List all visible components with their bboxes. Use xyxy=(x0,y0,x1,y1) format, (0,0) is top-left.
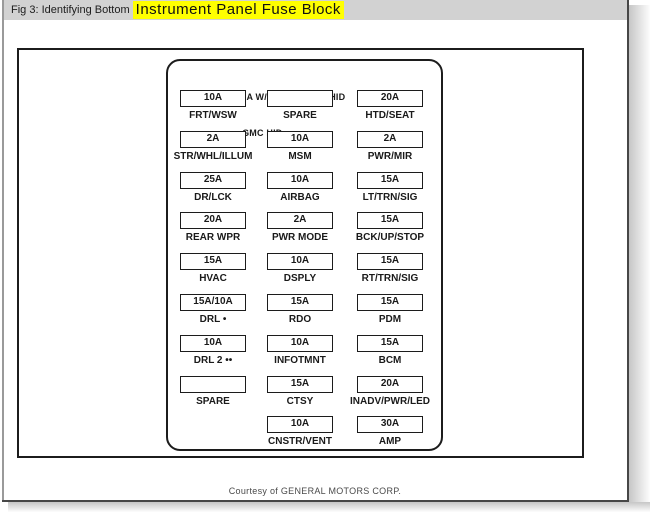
fuse-box: 10A xyxy=(267,416,333,434)
fuse-grid: 10A FRT/WSW SPARE 20A HTD/SEAT 2A STR/WHL/ILLU… xyxy=(168,90,441,457)
fuse-label: PWR/MIR xyxy=(367,150,413,162)
fuse-label: RT/TRN/SIG xyxy=(361,273,419,285)
fuse-label: SPARE xyxy=(196,395,230,407)
fuse-cell: 15A/10A DRL • xyxy=(170,293,256,325)
figure-title-prefix: Fig 3: Identifying Bottom xyxy=(11,4,133,16)
fuse-box: 25A xyxy=(180,171,246,189)
fuse-label: FRT/WSW xyxy=(189,110,237,121)
fuse-label: HVAC xyxy=(199,273,227,285)
fuse-row: 10A CNSTR/VENT 30A AMP xyxy=(168,416,441,457)
fuse-box: 10A xyxy=(267,171,333,189)
fuse-label: MSM xyxy=(288,150,312,162)
fuse-label: LT/TRN/SIG xyxy=(362,191,418,203)
fuse-cell: 15A BCM xyxy=(347,334,433,366)
fuse-box: 10A xyxy=(267,130,333,148)
fuse-cell: 15A BCK/UP/STOP xyxy=(347,212,433,243)
fuse-cell: 15A LT/TRN/SIG xyxy=(347,171,433,203)
fuse-cell: 25A DR/LCK xyxy=(170,171,256,203)
fuse-cell: 10A DSPLY xyxy=(257,253,343,284)
fuse-label: SPARE xyxy=(283,110,317,121)
fuse-box: 15A xyxy=(357,171,423,189)
fuse-box xyxy=(180,375,246,393)
fuse-cell: 15A RDO xyxy=(257,293,343,325)
fuse-block-panel: • 15A W/O HID, 10A W/HID • • GMC HID 10A… xyxy=(166,59,443,451)
fuse-row: 10A DRL 2 •• 10A INFOTMNT 15A BCM xyxy=(168,334,441,376)
fuse-label: PDM xyxy=(378,313,402,325)
fuse-box: 10A xyxy=(267,334,333,352)
fuse-label: BCK/UP/STOP xyxy=(355,232,425,244)
fuse-cell: 20A INADV/PWR/LED xyxy=(347,375,433,407)
fuse-box: 15A xyxy=(267,293,333,311)
fuse-box: 20A xyxy=(357,90,423,107)
fuse-row: 25A DR/LCK 10A AIRBAG 15A LT/TRN/SIG xyxy=(168,171,441,213)
fuse-box: 15A/10A xyxy=(180,293,246,311)
figure-title-bar: Fig 3: Identifying Bottom Instrument Pan… xyxy=(4,0,627,20)
fuse-label: DRL • xyxy=(199,313,227,325)
fuse-cell: 10A FRT/WSW xyxy=(170,90,256,121)
fuse-label: AMP xyxy=(378,436,402,448)
fuse-row: SPARE 15A CTSY 20A INADV/PWR/LED xyxy=(168,375,441,417)
fuse-box: 15A xyxy=(357,334,423,352)
fuse-cell: SPARE xyxy=(170,375,256,407)
fuse-cell: 2A STR/WHL/ILLUM xyxy=(170,130,256,162)
fuse-label: REAR WPR xyxy=(185,232,241,244)
fuse-label: PWR MODE xyxy=(271,232,329,244)
fuse-label: INADV/PWR/LED xyxy=(350,395,430,407)
fuse-cell: 10A AIRBAG xyxy=(257,171,343,203)
fuse-box: 10A xyxy=(180,334,246,352)
fuse-cell: 15A HVAC xyxy=(170,253,256,284)
fuse-row: 2A STR/WHL/ILLUM 10A MSM 2A PWR/MIR xyxy=(168,130,441,172)
fuse-label: RDO xyxy=(288,313,312,325)
fuse-box: 15A xyxy=(357,212,423,230)
fuse-label: CNSTR/VENT xyxy=(268,436,332,448)
fuse-box: 20A xyxy=(180,212,246,230)
page-right-shadow xyxy=(629,5,650,505)
page-bottom-border xyxy=(2,500,629,502)
fuse-label: STR/WHL/ILLUM xyxy=(173,150,253,162)
fuse-label: DRL 2 •• xyxy=(193,354,233,366)
fuse-box: 2A xyxy=(357,130,423,148)
fuse-cell: 10A DRL 2 •• xyxy=(170,334,256,366)
fuse-cell: 20A HTD/SEAT xyxy=(347,90,433,121)
fuse-box: 2A xyxy=(267,212,333,230)
fuse-cell: 2A PWR/MIR xyxy=(347,130,433,162)
fuse-label: DR/LCK xyxy=(194,191,232,203)
fuse-box: 15A xyxy=(357,253,423,271)
fuse-cell: 30A AMP xyxy=(347,416,433,447)
fuse-box: 15A xyxy=(357,293,423,311)
fuse-label: INFOTMNT xyxy=(274,354,326,366)
fuse-row: 15A/10A DRL • 15A RDO 15A PDM xyxy=(168,293,441,335)
fuse-box xyxy=(267,90,333,107)
fuse-box: 30A xyxy=(357,416,423,434)
fuse-cell: SPARE xyxy=(257,90,343,121)
fuse-cell: 10A INFOTMNT xyxy=(257,334,343,366)
fuse-cell: 10A CNSTR/VENT xyxy=(257,416,343,447)
fuse-label: BCM xyxy=(378,354,402,366)
page-bottom-shadow xyxy=(8,502,650,512)
fuse-row: 20A REAR WPR 2A PWR MODE 15A BCK/UP/STOP xyxy=(168,212,441,253)
fuse-box: 15A xyxy=(180,253,246,271)
fuse-cell: 20A REAR WPR xyxy=(170,212,256,243)
fuse-cell: 15A PDM xyxy=(347,293,433,325)
fuse-box: 10A xyxy=(267,253,333,271)
fuse-label: AIRBAG xyxy=(280,191,320,203)
fuse-cell: 15A CTSY xyxy=(257,375,343,407)
fuse-cell: 2A PWR MODE xyxy=(257,212,343,243)
fuse-row: 15A HVAC 10A DSPLY 15A RT/TRN/SIG xyxy=(168,253,441,294)
fuse-cell: 10A MSM xyxy=(257,130,343,162)
credit-line: Courtesy of GENERAL MOTORS CORP. xyxy=(228,486,402,496)
page-left-border xyxy=(2,0,4,500)
fuse-box: 10A xyxy=(180,90,246,107)
fuse-label: CTSY xyxy=(286,395,314,407)
fuse-label: HTD/SEAT xyxy=(365,110,415,121)
fuse-box: 20A xyxy=(357,375,423,393)
page-right-border xyxy=(627,0,629,500)
fuse-box: 2A xyxy=(180,130,246,148)
fuse-label: DSPLY xyxy=(283,273,317,285)
figure-title-highlight: Instrument Panel Fuse Block xyxy=(132,1,344,19)
fuse-row: 10A FRT/WSW SPARE 20A HTD/SEAT xyxy=(168,90,441,131)
fuse-box: 15A xyxy=(267,375,333,393)
fuse-cell: 15A RT/TRN/SIG xyxy=(347,253,433,284)
